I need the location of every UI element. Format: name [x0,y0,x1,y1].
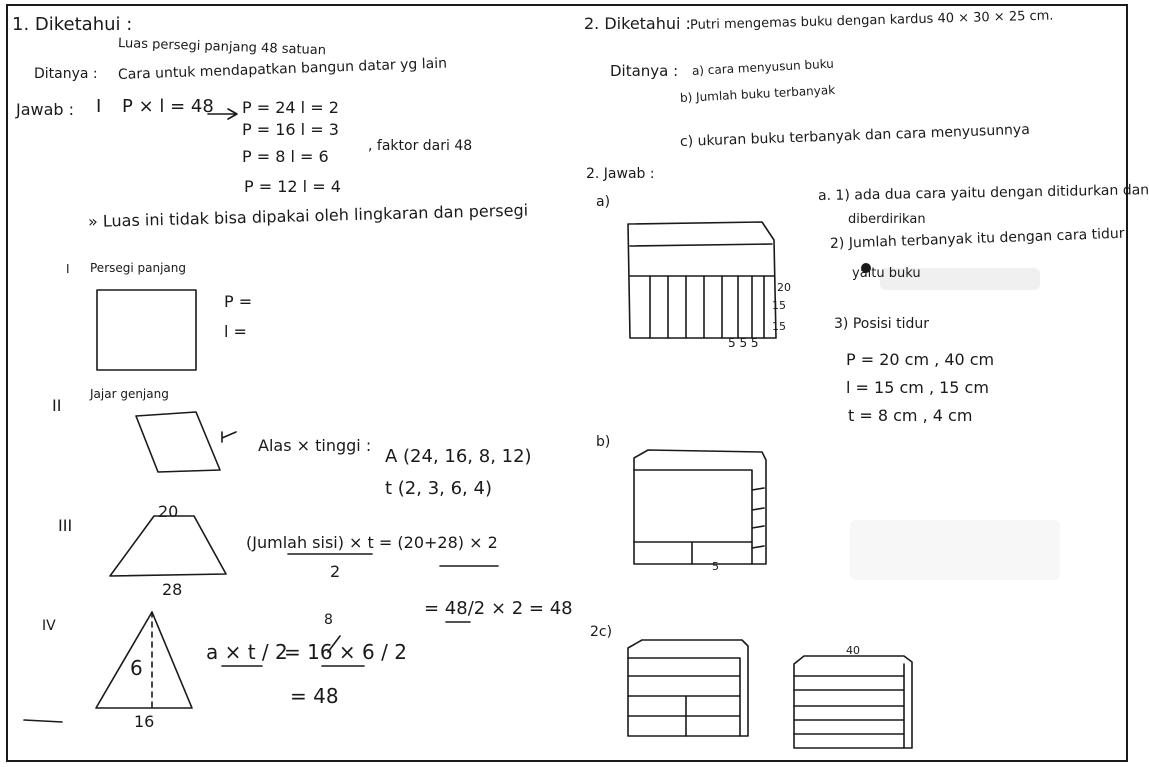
figure-b-dim: 5 [712,560,719,573]
answer-a3: 3) Posisi tidur [834,316,930,332]
figure-a-label: a) [596,194,611,210]
pair-row: P = 16 l = 3 [242,120,339,139]
problem1-asked-label: Ditanya : [34,66,98,82]
page-border [6,4,1128,762]
pair-row: P = 24 l = 2 [242,98,339,117]
step-roman: I [96,96,102,117]
box-a-outline [627,221,777,339]
box-b-side-layers [751,487,765,549]
rectangle-shape [96,289,197,371]
shape4-calc: = 16 × 6 / 2 [284,640,407,664]
box-c1-layers [627,657,741,737]
figure-c-dim-top: 40 [846,644,860,657]
answer-t: t = 8 cm , 4 cm [848,406,973,425]
scribble-line [23,719,63,723]
area-formula: P × l = 48 [122,96,214,117]
smudge-mark [850,520,1060,580]
shape2-formula: Alas × tinggi : [258,436,372,455]
shape1-l: l = [224,322,247,341]
shape3-formula: (Jumlah sisi) × t = (20+28) × 2 [246,533,498,552]
shape4-cancel-note: 8 [324,612,333,628]
box-b-layer [633,541,753,565]
figure-a-dim-bottom: 5 5 5 [728,336,759,350]
shape3-fraction-den: 2 [330,562,341,581]
box-c2-layers [793,663,905,749]
shape3-result: = 48/2 × 2 = 48 [424,598,573,619]
shape1-num: I [66,262,70,276]
shape2-t-values: t (2, 3, 6, 4) [385,478,492,499]
answer-l: l = 15 cm , 15 cm [846,378,989,397]
shape4-num: IV [42,618,56,634]
figure-b-label: b) [596,434,611,450]
problem1-heading: 1. Diketahui : [12,14,133,35]
shape3-bottom: 28 [162,580,183,599]
ink-dot [861,263,871,273]
box-b-edge [633,469,753,565]
pairs-note: , faktor dari 48 [368,138,473,154]
box-c2-outline [793,655,913,749]
smudge-mark [880,268,1040,290]
trapezoid-shape [109,515,227,577]
shape2-a-values: A (24, 16, 8, 12) [385,446,532,467]
shape4-result: = 48 [290,684,339,708]
pair-row: P = 8 l = 6 [242,147,329,166]
problem2-answer-label: 2. Jawab : [586,166,655,182]
shape4-base: 16 [134,712,155,731]
problem2-asked-label: Ditanya : [610,62,679,80]
shape1-label: Persegi panjang [90,261,187,275]
cancel-stroke [327,635,341,653]
arrow-icon [207,108,238,120]
answer-a1-cont: diberdirikan [848,212,926,227]
shape4-height: 6 [130,656,143,680]
figure-c-label: 2c) [590,624,613,640]
answer-p: P = 20 cm , 40 cm [846,350,995,369]
box-b-outline [633,449,767,565]
shape2-label: Jajar genjang [90,387,169,401]
box-a-edge [629,243,773,247]
pair-row: P = 12 l = 4 [244,177,341,196]
figure-a-dim-side: 20 [777,281,791,294]
parallelogram-shape [135,411,221,473]
problem2-heading: 2. Diketahui : [584,14,691,33]
answer-label: Jawab : [16,100,75,119]
shape1-p: P = [224,292,253,311]
arrow-icon [221,431,237,443]
box-c1-outline [627,639,749,737]
box-a-books [649,275,765,339]
shape2-num: II [52,396,62,415]
shape4-formula: a × t / 2 [206,640,288,664]
shape3-num: III [58,516,73,535]
triangle-shape [95,611,193,709]
